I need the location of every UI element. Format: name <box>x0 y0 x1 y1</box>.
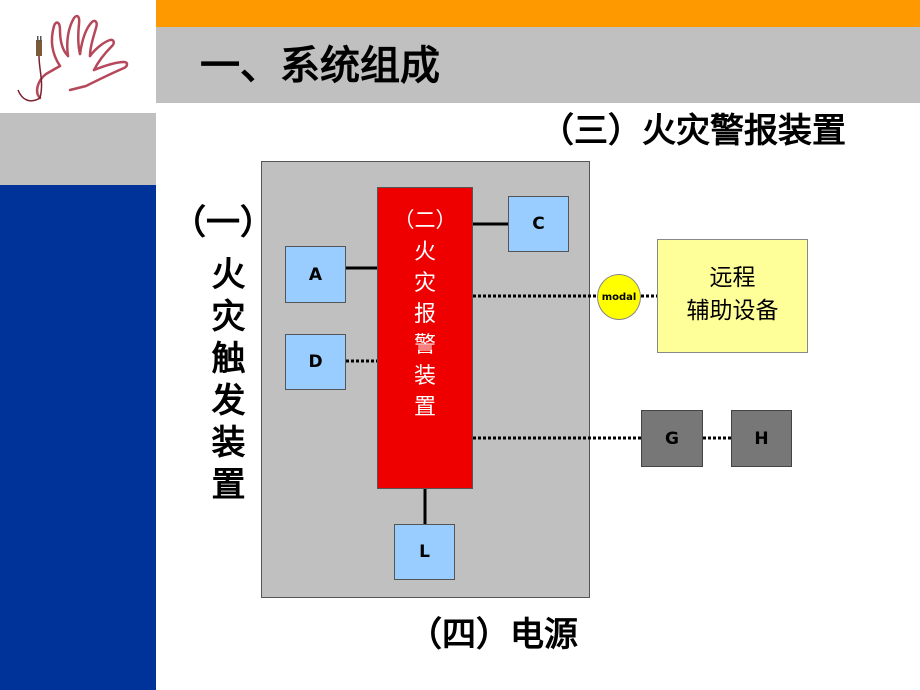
title-bar <box>156 27 920 103</box>
output-box-h: H <box>731 410 792 467</box>
remote-line-1: 远程 <box>709 265 756 291</box>
controller-name: 火灾报警装置 <box>413 240 436 420</box>
top-accent-bar <box>156 0 920 27</box>
power-supply-label: （四）电源 <box>408 615 578 655</box>
remote-auxiliary-device: 远程 辅助设备 <box>657 239 808 353</box>
sidebar-blue-band <box>0 185 156 690</box>
device-box-c: C <box>508 196 569 252</box>
alarm-device-label: （三）火灾警报装置 <box>540 111 846 151</box>
sidebar-gray-band <box>0 113 156 185</box>
output-box-g: G <box>641 410 703 467</box>
logo-area <box>0 0 156 113</box>
device-box-d: D <box>285 334 346 390</box>
remote-line-2: 辅助设备 <box>686 298 779 324</box>
trigger-device-label: 火灾触发装置 <box>205 256 245 508</box>
controller-number: （二） <box>393 208 457 232</box>
page-title: 一、系统组成 <box>200 43 440 89</box>
fire-alarm-controller: （二） 火灾报警装置 <box>377 187 473 489</box>
device-box-l: L <box>394 524 455 580</box>
hand-plug-icon <box>17 14 129 102</box>
modal-node: modal <box>597 274 641 320</box>
trigger-device-number: （一） <box>172 203 274 243</box>
device-box-a: A <box>285 246 346 303</box>
